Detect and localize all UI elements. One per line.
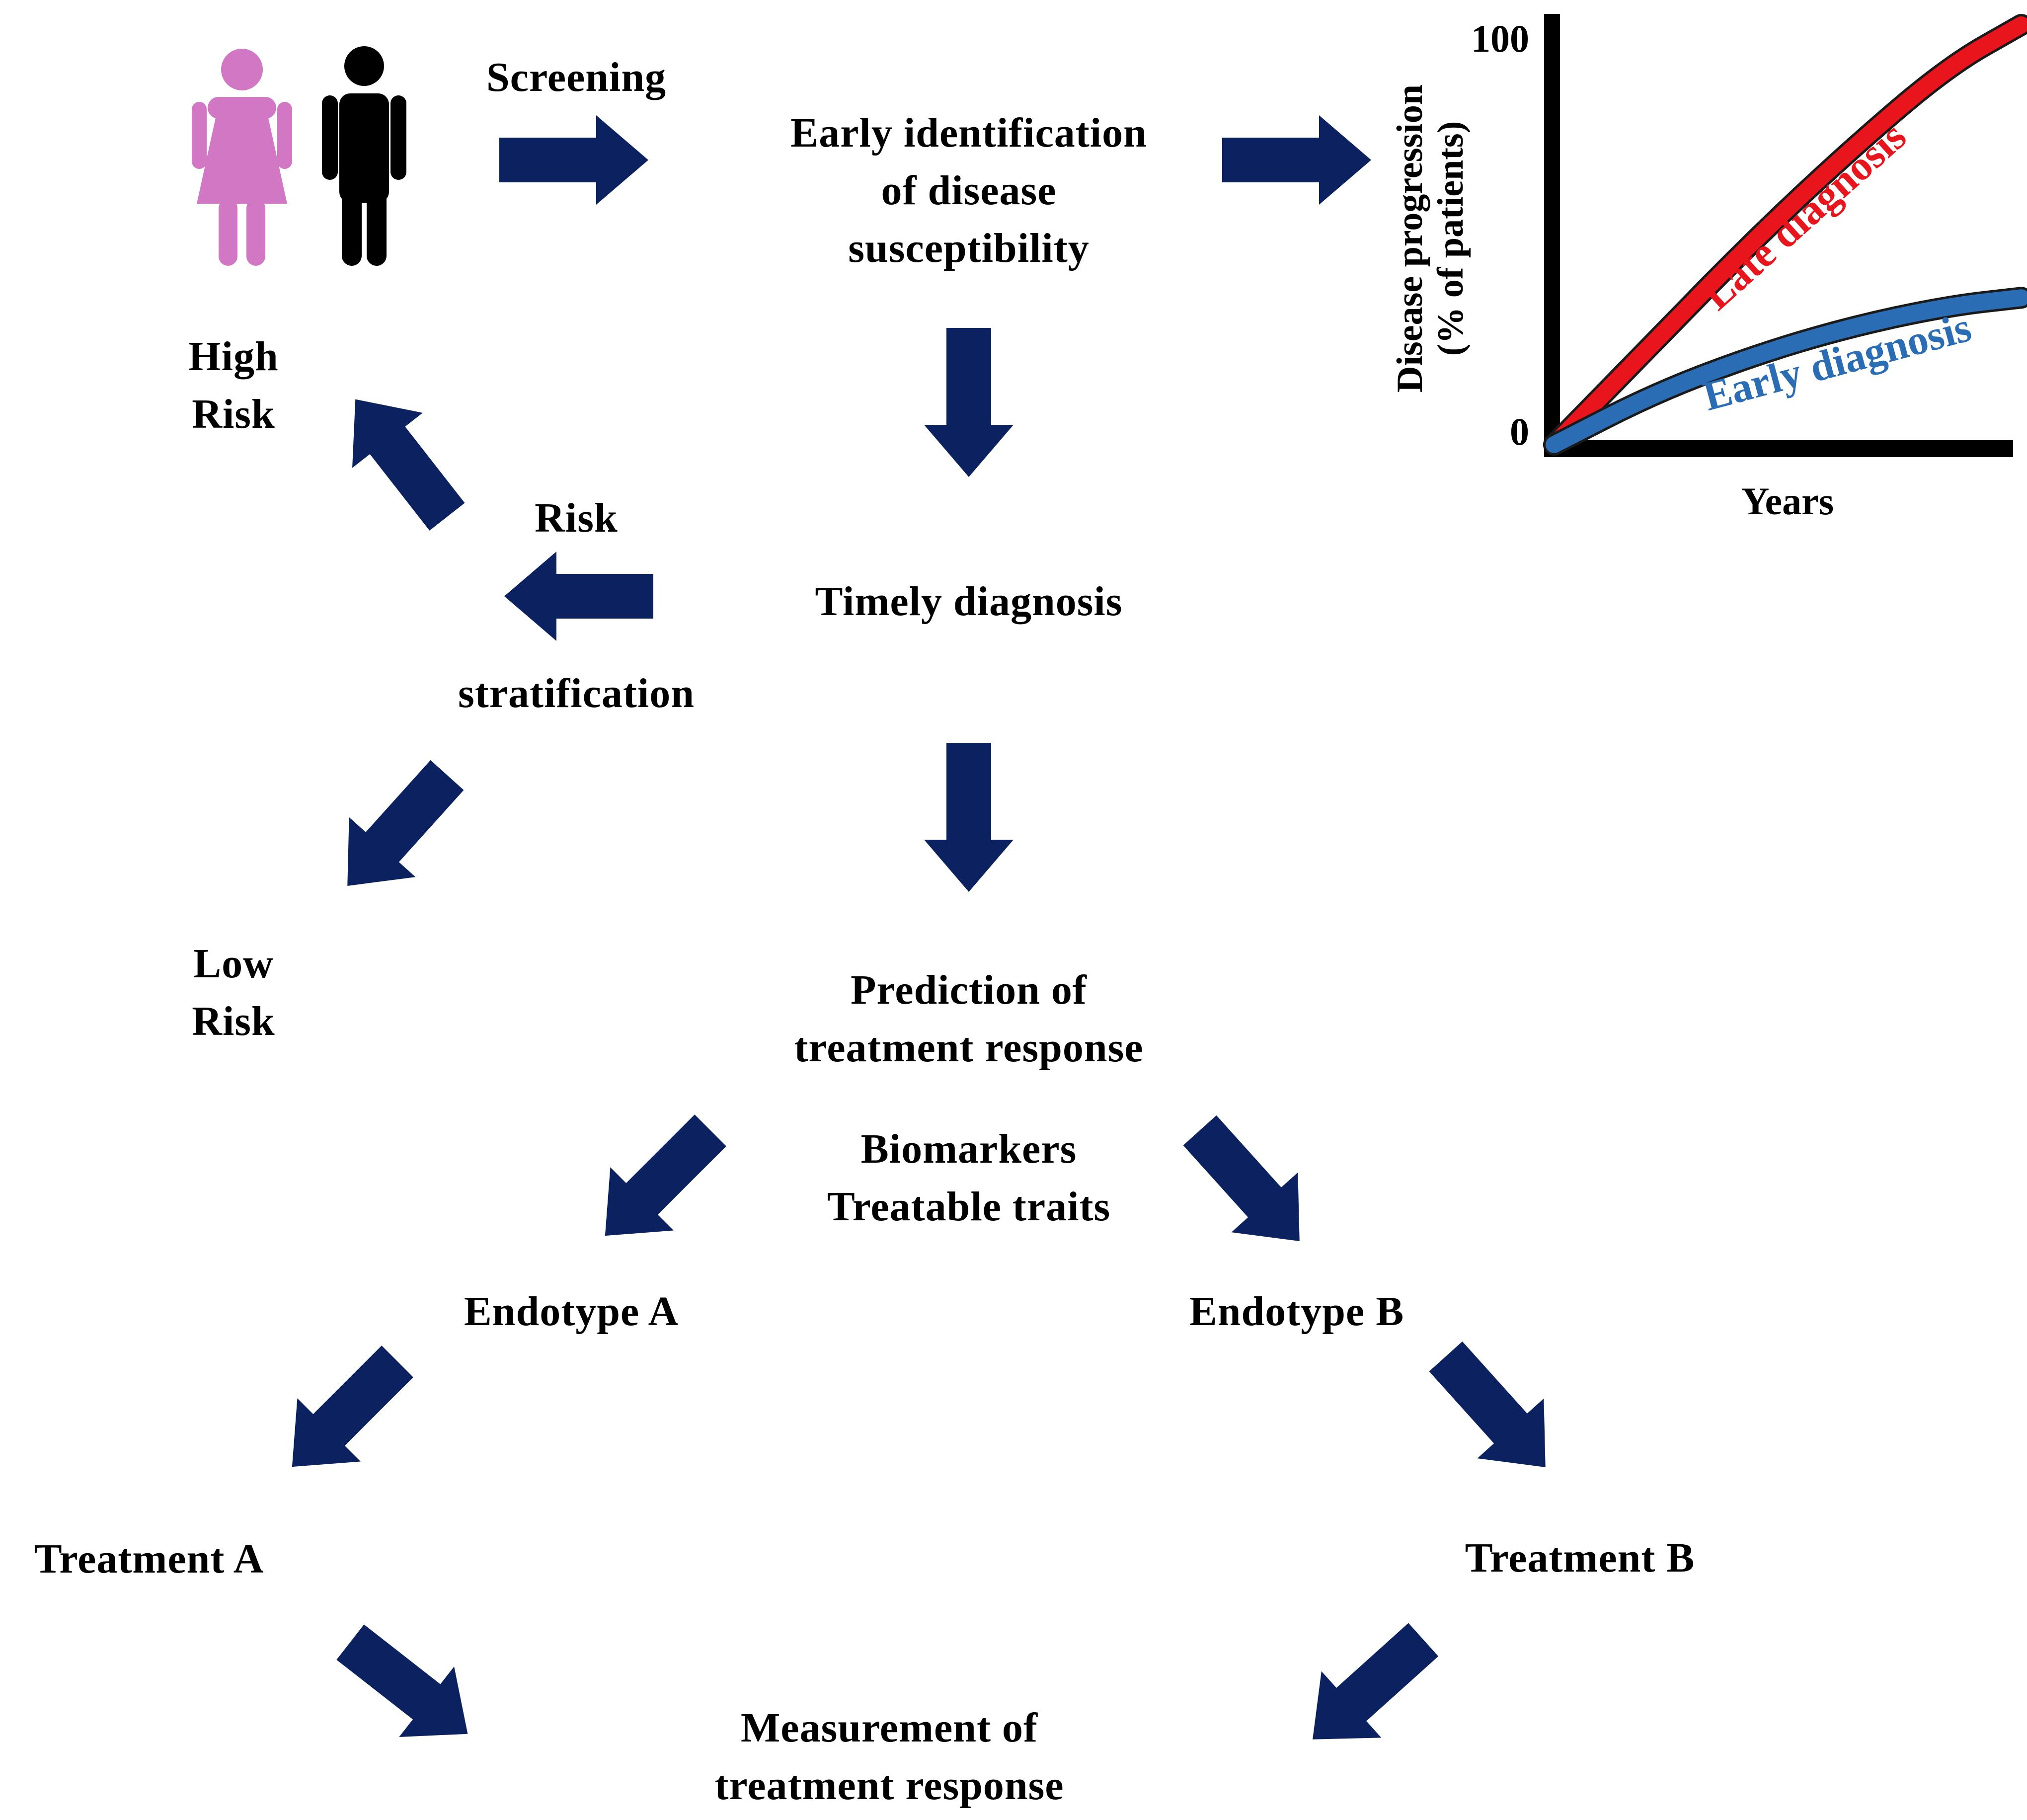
screening-label: Screening [486,54,667,100]
chart-ytick-0: 0 [1510,410,1529,453]
measurement-line1: Measurement of [741,1705,1038,1751]
early-identification-node: Early identification of disease suscepti… [715,104,1222,277]
treatment-a-node: Treatment A [34,1536,264,1582]
early-identification-line2: of disease [881,167,1057,214]
chart-y-axis-label-line1: Disease progression [1390,84,1430,393]
chart-y-axis-label: Disease progression (% of patients) [1390,84,1471,393]
low-risk-node: Low Risk [134,935,333,1050]
low-risk-line1: Low [193,941,274,987]
high-risk-node: High Risk [134,328,333,443]
high-risk-line1: High [188,333,279,380]
chart-x-axis-label: Years [1741,479,1834,523]
series-line-late-diagnosis [1546,16,2027,453]
biomarkers-node: Biomarkers Treatable traits [715,1120,1222,1236]
prediction-node: Prediction of treatment response [715,961,1222,1077]
high-risk-line2: Risk [192,391,275,437]
measurement-node: Measurement of treatment response [636,1699,1143,1815]
chart-x-axis [1544,440,2013,457]
stratification-label: stratification [458,670,695,716]
female-person-icon [192,49,292,266]
series-label-late-diagnosis: Late diagnosis [1694,113,1915,318]
treatment-b-node: Treatment B [1465,1535,1695,1581]
risk-label: Risk [535,495,618,541]
series-line-early-diagnosis [1546,289,2027,453]
male-person-icon [322,46,406,266]
chart-y-axis [1544,14,1560,457]
biomarkers-line2: Treatable traits [827,1184,1111,1230]
measurement-line2: treatment response [714,1762,1064,1809]
timely-diagnosis-node: Timely diagnosis [815,578,1123,625]
early-identification-line3: susceptibility [848,225,1090,271]
chart-y-axis-label-line2: (% of patients) [1430,121,1471,356]
endotype-a-node: Endotype A [464,1288,679,1335]
prediction-line2: treatment response [794,1025,1144,1071]
early-identification-line1: Early identification [790,110,1147,156]
biomarkers-line1: Biomarkers [860,1126,1077,1172]
endotype-b-node: Endotype B [1189,1288,1404,1335]
chart-series-layer [1543,14,2027,456]
chart-ytick-100: 100 [1471,17,1529,60]
prediction-line1: Prediction of [851,967,1087,1013]
low-risk-line2: Risk [192,998,275,1044]
